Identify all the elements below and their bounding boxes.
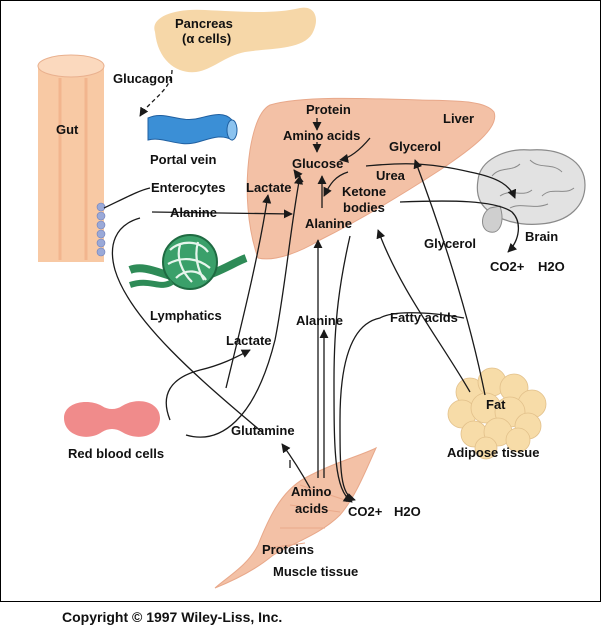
lymphatics-vessel (128, 234, 248, 290)
co2-brain-label: CO2+ (490, 259, 525, 274)
copyright-notice: Copyright © 1997 Wiley-Liss, Inc. (62, 609, 283, 625)
fatty-acids-label: Fatty acids (390, 310, 458, 325)
adipose-tissue-label: Adipose tissue (447, 445, 539, 460)
lactate-mid-label: Lactate (226, 333, 272, 348)
enterocytes-cluster (96, 202, 106, 257)
ketone-label: Ketone (342, 184, 386, 199)
gut-label: Gut (56, 122, 79, 137)
glycerol-liver-label: Glycerol (389, 139, 441, 154)
co2-muscle-label: CO2+ (348, 504, 383, 519)
pathway-arrows (103, 69, 519, 503)
red-blood-cells-label: Red blood cells (68, 446, 164, 461)
adipose-fat-cluster (447, 367, 547, 460)
muscle-tissue-label: Muscle tissue (273, 564, 358, 579)
glycerol-right-label: Glycerol (424, 236, 476, 251)
bodies-label: bodies (343, 200, 385, 215)
glucose-label: Glucose (292, 156, 343, 171)
h2o-muscle-label: H2O (394, 504, 421, 519)
portal-vein-label: Portal vein (150, 152, 217, 167)
pancreas-shape (154, 7, 316, 73)
urea-label: Urea (376, 168, 406, 183)
brain-label: Brain (525, 229, 558, 244)
alanine-muscle-label: Alanine (296, 313, 343, 328)
amino-acids-liver-label: Amino acids (283, 128, 360, 143)
liver-shape (246, 97, 496, 260)
glutamine-label: Glutamine (231, 423, 295, 438)
enterocytes-label: Enterocytes (151, 180, 225, 195)
gut-tube (37, 54, 105, 262)
glucagon-label: Glucagon (113, 71, 173, 86)
amino-label: Amino (291, 484, 332, 499)
lymphatics-label: Lymphatics (150, 308, 222, 323)
h2o-brain-label: H2O (538, 259, 565, 274)
alanine-liver-label: Alanine (305, 216, 352, 231)
proteins-label: Proteins (262, 542, 314, 557)
acids-label: acids (295, 501, 328, 516)
liver-label: Liver (443, 111, 474, 126)
alanine-gut-label: Alanine (170, 205, 217, 220)
brain-shape (476, 149, 586, 233)
red-blood-cells-shape (64, 401, 160, 437)
pancreas-label: Pancreas (175, 16, 233, 31)
alpha-cells-label: (α cells) (182, 31, 231, 46)
protein-label: Protein (306, 102, 351, 117)
lactate-top-label: Lactate (246, 180, 292, 195)
fat-label: Fat (486, 397, 506, 412)
